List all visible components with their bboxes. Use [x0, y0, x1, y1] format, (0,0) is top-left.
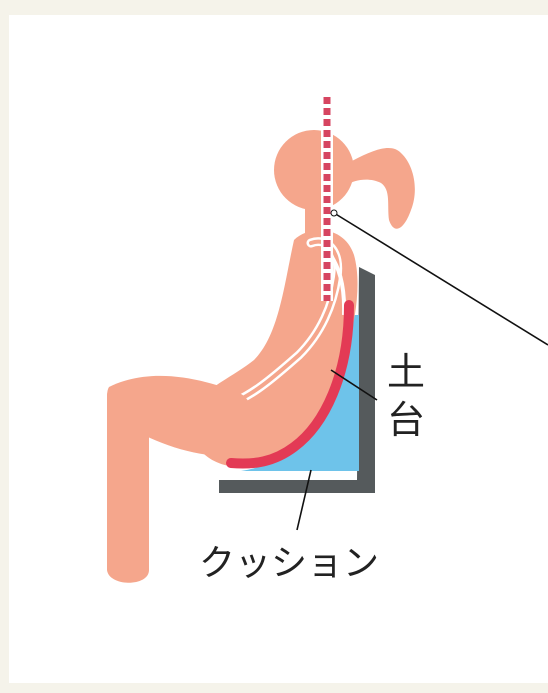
sitting-posture-diagram: 土 台 クッション: [9, 15, 548, 683]
lower-leg: [107, 384, 149, 583]
illustration-panel: 土 台 クッション: [9, 15, 548, 683]
base-label-char-2: 台: [387, 398, 425, 442]
cushion-label: クッション: [199, 543, 379, 584]
base-label-char-1: 土: [387, 350, 425, 394]
neck-leader-dot: [331, 210, 337, 216]
cushion-leader-line: [297, 470, 311, 530]
head: [274, 130, 354, 210]
ponytail: [344, 148, 415, 229]
